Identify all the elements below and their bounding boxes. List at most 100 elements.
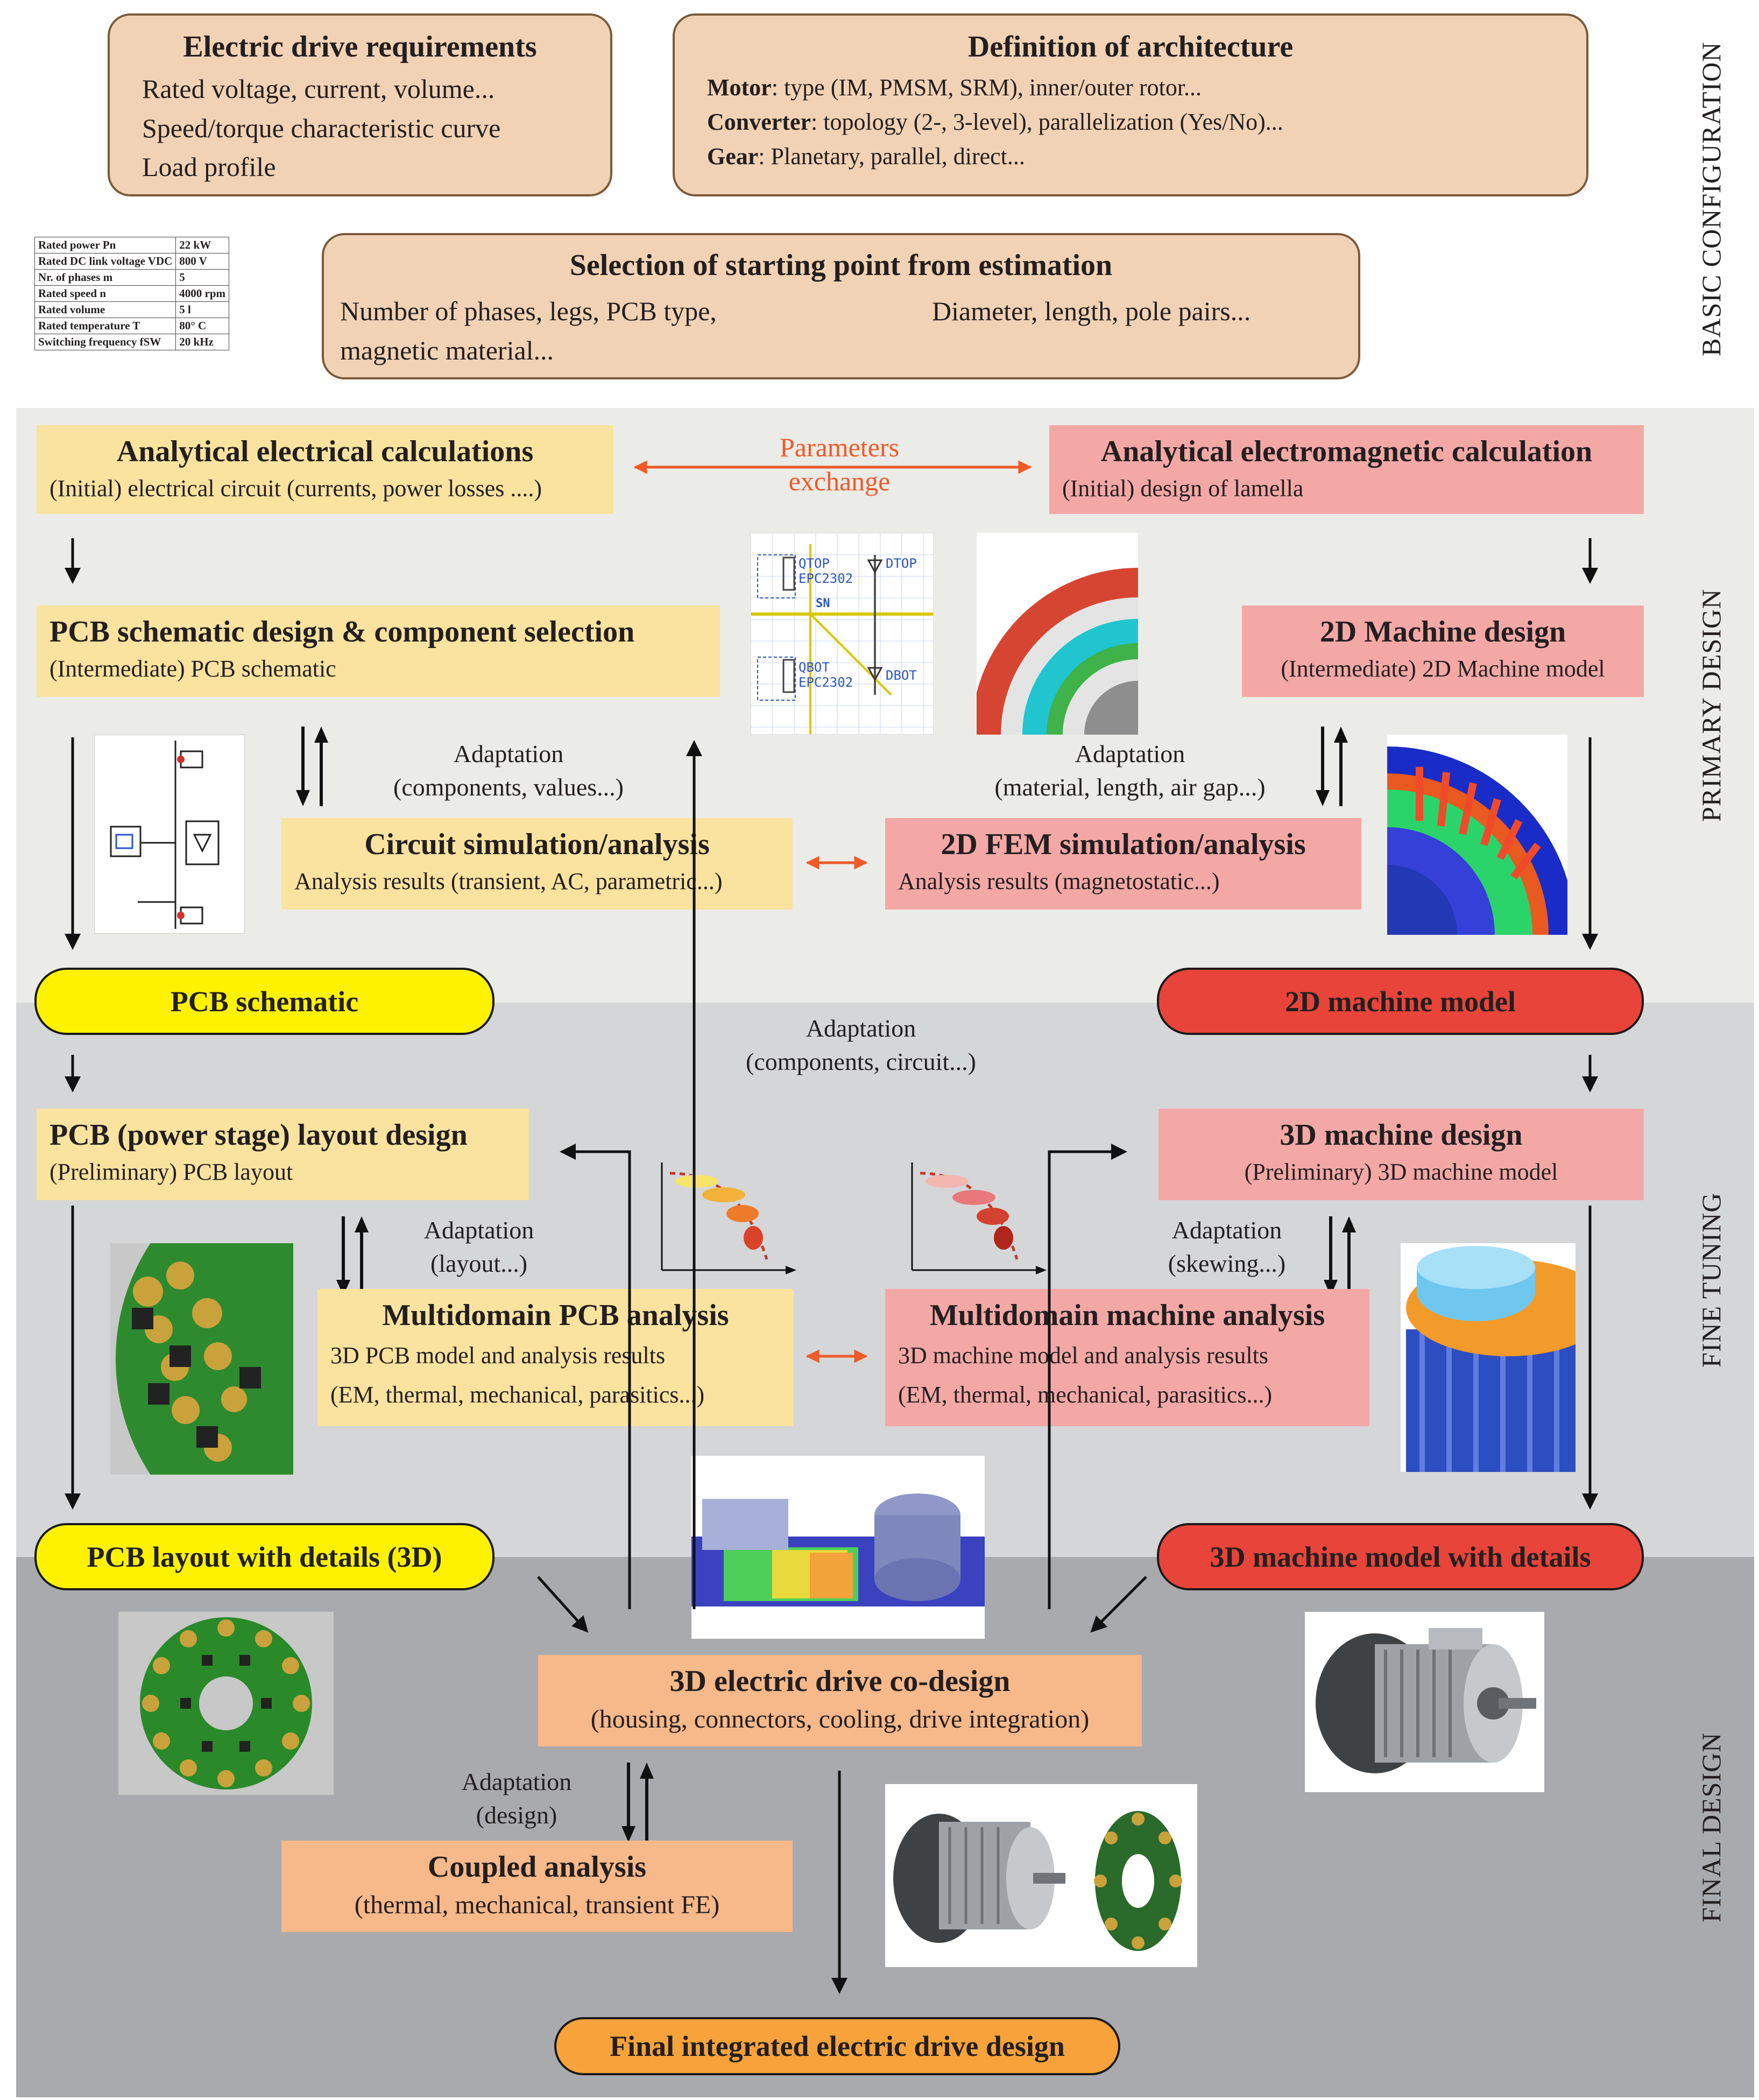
integrated-drive-image (885, 1784, 1197, 1967)
dbot-label: DBOT (886, 668, 917, 683)
pcb-schematic-pill: PCB schematic (34, 968, 495, 1035)
integrated-drive-drawing (893, 1811, 1182, 1951)
adapt-arrows-right-primary (1316, 727, 1348, 806)
adapt-arrows-left-primary (296, 727, 328, 806)
pareto-plot-right (911, 1162, 1047, 1274)
motor-housing-drawing (1316, 1628, 1536, 1773)
pcb-ring-drawing (140, 1617, 312, 1789)
pcb-schematic-design-sub: (Intermediate) PCB schematic (50, 656, 336, 682)
adapt-label: Adaptation (423, 1216, 534, 1244)
adapt-arrows-left-fine (336, 1216, 369, 1296)
spec-key: Rated speed n (34, 285, 176, 302)
codesign-box: 3D electric drive co-design (housing, co… (538, 1655, 1142, 1746)
fem-drawing (1387, 746, 1567, 935)
lamella-image (977, 533, 1138, 735)
machine-2d-design-sub: (Intermediate) 2D Machine model (1281, 656, 1605, 682)
adapt-detail: (components, circuit...) (746, 1048, 976, 1076)
spec-key: Rated DC link voltage VDC (34, 253, 176, 270)
coupled-analysis-sub: (thermal, mechanical, transient FE) (354, 1891, 720, 1919)
qtop-label: QTOP (799, 556, 830, 571)
spec-value: 20 kHz (175, 334, 230, 350)
circuit-simulation-sub: Analysis results (transient, AC, paramet… (294, 868, 723, 894)
adapt-label: Adaptation (453, 740, 564, 767)
analytical-electromagnetic-title: Analytical electromagnetic calculation (1100, 435, 1593, 468)
requirements-line: Speed/torque characteristic curve (142, 112, 501, 143)
spec-key: Rated temperature T (34, 318, 176, 334)
spec-key: Rated power Pn (34, 237, 176, 253)
adapt-label: Adaptation (1171, 1216, 1282, 1244)
pcb-layout-3d-pill: PCB layout with details (3D) (34, 1523, 495, 1590)
adapt-skewing: Adaptation (skewing...) (1146, 1214, 1308, 1280)
fem-2d-image (1387, 735, 1567, 935)
epc-top-label: EPC2302 (799, 571, 853, 586)
fem-simulation-sub: Analysis results (magnetostatic...) (898, 868, 1220, 894)
motor-housing-image (1305, 1612, 1544, 1792)
analytical-electromagnetic-sub: (Initial) design of lamella (1062, 475, 1304, 502)
pcb-layout-image (110, 1243, 293, 1475)
spec-key: Nr. of phases m (34, 269, 176, 286)
coupled-analysis-box: Coupled analysis (thermal, mechanical, t… (281, 1841, 793, 1932)
starting-point-title: Selection of starting point from estimat… (569, 249, 1113, 282)
circuit-drawing (110, 741, 220, 929)
section-label-primary: PRIMARY DESIGN (1696, 588, 1726, 822)
adapt-label: Adaptation (806, 1014, 916, 1042)
housing-thermal-drawing (691, 1493, 985, 1606)
dtop-label: DTOP (886, 556, 917, 571)
spec-value: 800 V (175, 253, 230, 270)
adapt-detail: (design) (476, 1801, 557, 1829)
multidomain-machine-title: Multidomain machine analysis (929, 1299, 1325, 1332)
spec-value: 22 kW (175, 237, 230, 253)
pcb-ring-image (118, 1612, 334, 1795)
requirements-title: Electric drive requirements (183, 30, 537, 64)
section-label-basic: BASIC CONFIGURATION (1696, 41, 1726, 357)
adapt-detail: (material, length, air gap...) (994, 773, 1266, 801)
spec-value: 5 l (175, 301, 230, 318)
multidomain-pcb-sub2: (EM, thermal, mechanical, parasitics...) (330, 1382, 705, 1408)
converter-label: Converter (707, 109, 811, 136)
machine-2d-design-title: 2D Machine design (1319, 615, 1566, 649)
requirements-box: Electric drive requirements Rated voltag… (108, 13, 612, 196)
pcb-schematic-design-title: PCB schematic design & component selecti… (50, 615, 635, 649)
parameters-exchange-line1: Parameters (779, 432, 900, 462)
epc-bot-label: EPC2302 (799, 675, 853, 690)
spec-value: 5 (175, 269, 230, 286)
adapt-label: Adaptation (461, 1768, 572, 1795)
machine-2d-design-box: 2D Machine design (Intermediate) 2D Mach… (1242, 605, 1644, 697)
pcb-layout-design-title: PCB (power stage) layout design (50, 1118, 468, 1152)
machine-3d-design-sub: (Preliminary) 3D machine model (1244, 1159, 1558, 1185)
architecture-title: Definition of architecture (967, 30, 1294, 64)
pcb-schematic-design-box: PCB schematic design & component selecti… (37, 605, 720, 697)
adapt-detail: (components, values...) (393, 773, 624, 801)
multidomain-machine-sub2: (EM, thermal, mechanical, parasitics...) (898, 1382, 1273, 1408)
architecture-box: Definition of architecture Motor: type (… (673, 13, 1588, 196)
sn-label: SN (816, 597, 830, 610)
schematic-drawing (751, 533, 933, 734)
adapt-components-values: Adaptation (components, values...) (358, 737, 659, 804)
multidomain-pcb-title: Multidomain PCB analysis (382, 1299, 729, 1332)
machine-3d-drawing (1406, 1246, 1576, 1472)
pcb-schematic-image: QTOP EPC2302 DTOP SN QBOT EPC2302 DBOT (751, 533, 934, 735)
machine-2d-model-pill: 2D machine model (1157, 968, 1644, 1035)
analytical-electrical-sub: (Initial) electrical circuit (currents, … (50, 475, 542, 502)
analytical-electrical-box: Analytical electrical calculations (Init… (37, 425, 613, 514)
starting-point-box: Selection of starting point from estimat… (322, 233, 1360, 379)
requirements-line: Load profile (142, 152, 276, 182)
starting-point-left-2: magnetic material... (340, 335, 554, 365)
circuit-simulation-box: Circuit simulation/analysis Analysis res… (281, 818, 793, 910)
codesign-sub: (housing, connectors, cooling, drive int… (590, 1705, 1090, 1733)
section-label-fine: FINE TUNING (1696, 1192, 1726, 1368)
motor-text: : type (IM, PMSM, SRM), inner/outer roto… (771, 74, 1202, 101)
machine-3d-design-title: 3D machine design (1280, 1118, 1523, 1152)
coupled-analysis-title: Coupled analysis (427, 1850, 647, 1884)
multidomain-pcb-sub1: 3D PCB model and analysis results (330, 1342, 666, 1369)
machine-3d-image (1401, 1243, 1576, 1472)
lamella-drawing (977, 568, 1138, 735)
requirements-line: Rated voltage, current, volume... (142, 74, 495, 104)
gear-label: Gear (707, 143, 759, 170)
adapt-detail: (skewing...) (1168, 1250, 1286, 1278)
gear-text: : Planetary, parallel, direct... (758, 143, 1025, 170)
